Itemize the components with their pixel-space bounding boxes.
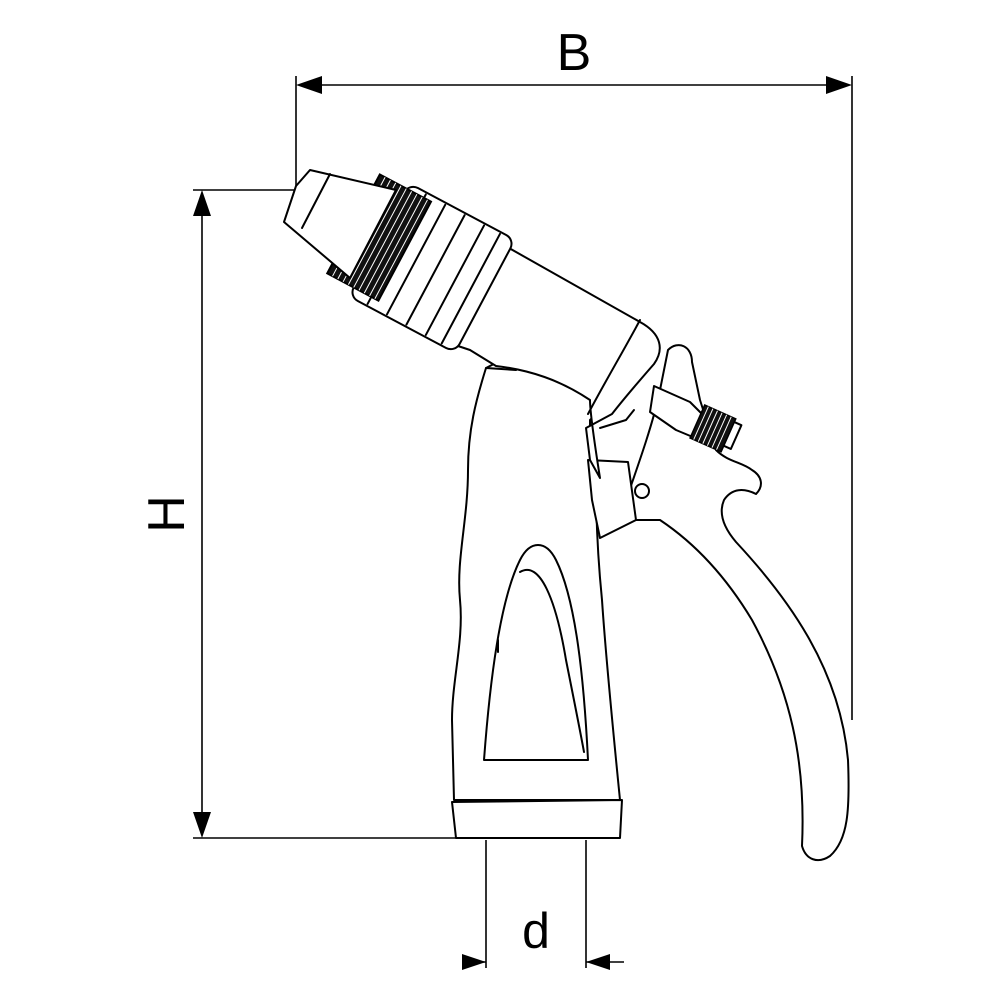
barrel xyxy=(439,225,661,479)
nozzle-tip-edge xyxy=(301,173,331,229)
barrel-rear-edge xyxy=(587,319,641,415)
spray-gun xyxy=(283,169,850,862)
window-inner-edge xyxy=(519,569,585,753)
b-arrow-right xyxy=(826,76,852,94)
handle-window xyxy=(483,544,589,761)
handle-base xyxy=(451,799,623,839)
d-arrow-right xyxy=(586,954,610,970)
dimension-d: d xyxy=(462,840,624,970)
barrel-lower-edge xyxy=(599,409,635,429)
d-label: d xyxy=(522,903,550,959)
h-label: H xyxy=(138,495,196,533)
trigger-pivot xyxy=(634,483,650,499)
rear-valve xyxy=(649,385,743,453)
nozzle-tip xyxy=(283,169,397,279)
b-arrow-left xyxy=(296,76,322,94)
h-arrow-top xyxy=(193,190,211,216)
trigger-link xyxy=(587,459,637,539)
barrel-seam xyxy=(485,367,517,371)
b-label: B xyxy=(557,24,592,82)
d-arrow-left xyxy=(462,954,486,970)
dimension-h: H xyxy=(138,189,456,839)
trigger xyxy=(625,344,850,862)
h-arrow-bottom xyxy=(193,812,211,838)
dimension-b: B xyxy=(295,24,853,720)
